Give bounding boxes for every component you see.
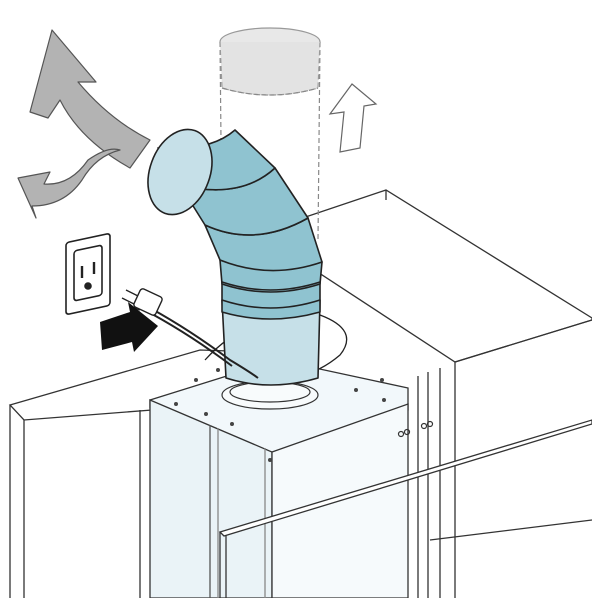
up-arrow-icon [328,83,378,153]
alternate-duct-dashed [219,27,321,241]
cabinet-right-front [218,419,592,598]
right-arrow-icon [100,302,158,352]
cabinet-back-frame [256,189,592,598]
curved-arrow-icon [17,29,151,219]
duct-flange [221,380,319,410]
power-cord [149,307,259,379]
elbow-duct [147,128,323,386]
power-outlet-icon [65,233,111,315]
cabinet-hinges [397,420,434,438]
screw-dots [174,368,386,462]
power-plug-icon [121,288,163,316]
